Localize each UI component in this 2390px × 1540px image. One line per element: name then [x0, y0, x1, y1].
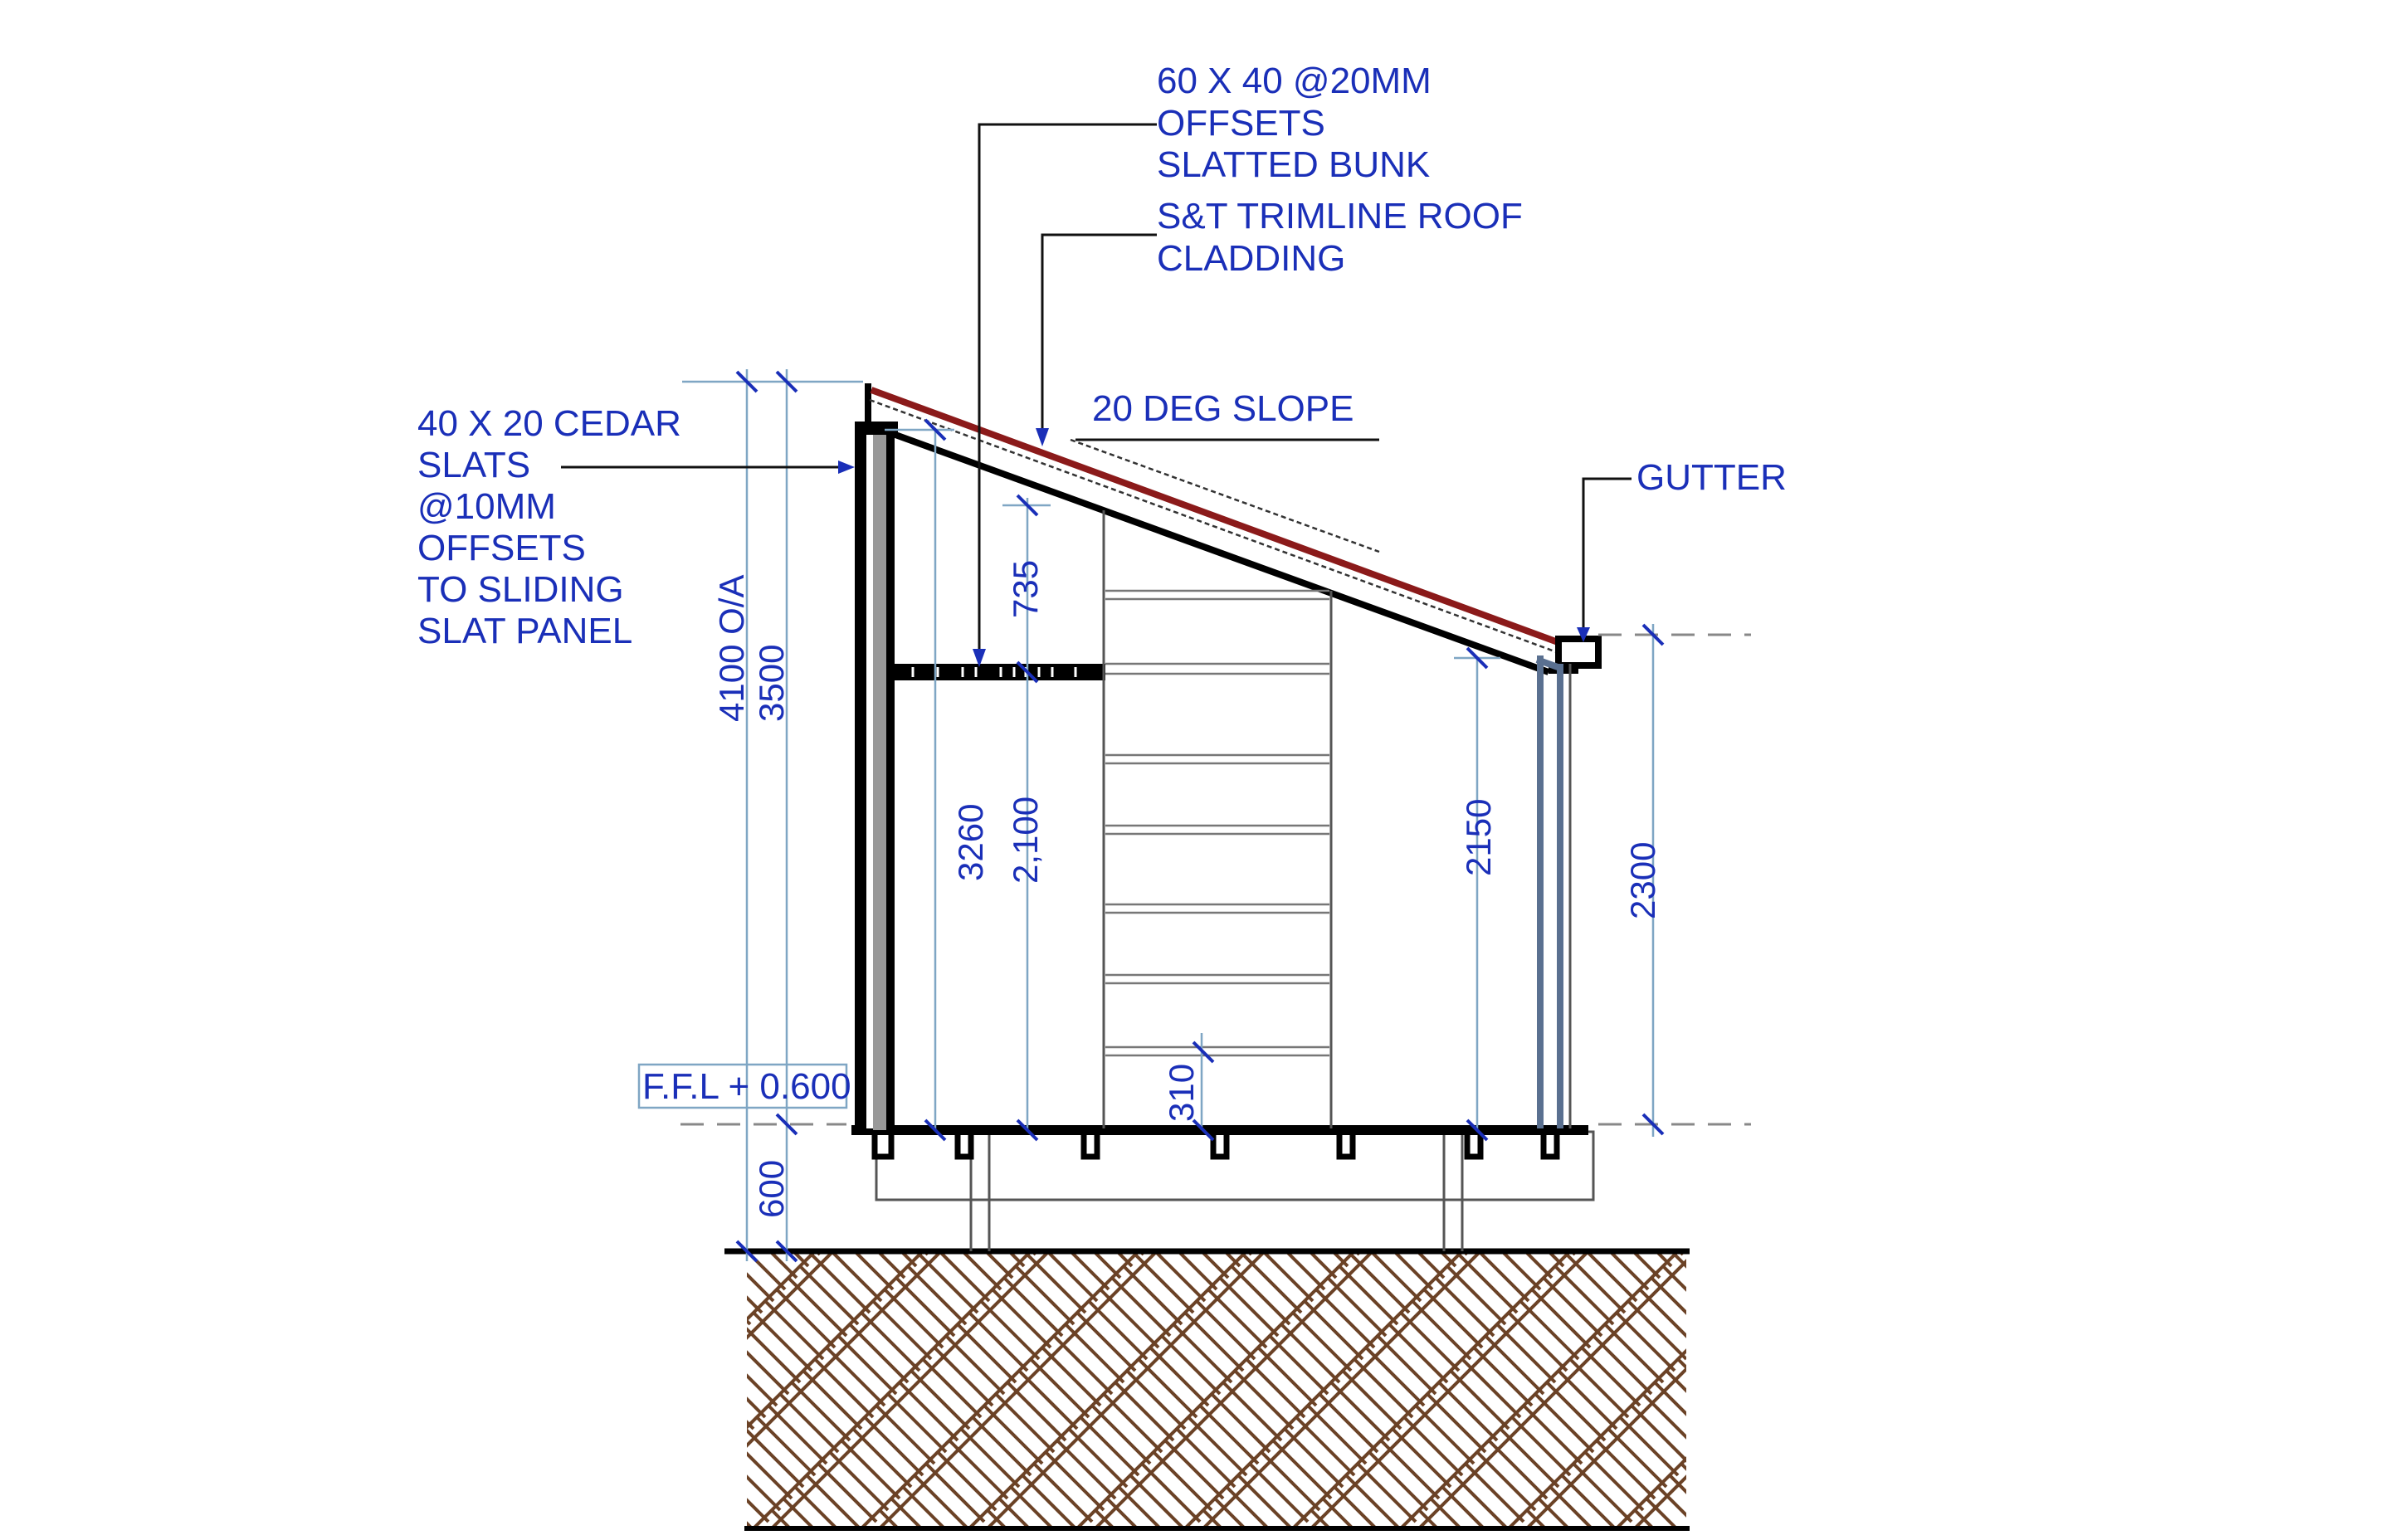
annotation-roof-cladding: S&T TRIMLINE ROOF CLADDING: [1157, 196, 1523, 279]
dim-wall-high: 3500: [752, 645, 791, 722]
low-wall: [1535, 655, 1572, 1128]
dim-overall: 4100 O/A: [712, 575, 751, 722]
svg-text:S&T TRIMLINE ROOF: S&T TRIMLINE ROOF: [1157, 196, 1523, 236]
annotation-cedar-slats: 40 X 20 CEDAR SLATS @10MM OFFSETS TO SLI…: [417, 403, 681, 651]
dim-interior-low: 2150: [1459, 799, 1498, 876]
roof: [869, 387, 1562, 675]
subframe: [871, 1128, 1595, 1251]
gutter: [1555, 636, 1602, 669]
shelving-unit: [1102, 510, 1333, 1128]
dim-step: 310: [1162, 1064, 1201, 1122]
svg-text:SLATTED BUNK: SLATTED BUNK: [1157, 144, 1430, 185]
high-wall: [855, 383, 898, 1134]
annotation-slope: 20 DEG SLOPE: [1092, 388, 1354, 429]
svg-text:TO SLIDING: TO SLIDING: [417, 569, 624, 610]
svg-text:60 X 40 @20MM: 60 X 40 @20MM: [1157, 61, 1432, 101]
svg-text:@10MM: @10MM: [417, 486, 556, 527]
dimension-lines: [680, 369, 1751, 1263]
leader-lines: [561, 123, 1632, 667]
dim-wall-low: 2300: [1623, 842, 1662, 919]
level-box: [637, 1063, 848, 1109]
dim-bunk-height: 2,100: [1006, 797, 1045, 884]
dim-above-bunk: 735: [1006, 560, 1045, 618]
dim-interior-high: 3260: [951, 804, 990, 881]
level-label: F.F.L + 0.600: [642, 1066, 851, 1107]
svg-text:SLAT PANEL: SLAT PANEL: [417, 611, 632, 651]
svg-text:OFFSETS: OFFSETS: [1157, 103, 1325, 144]
svg-text:40 X 20 CEDAR: 40 X 20 CEDAR: [417, 403, 681, 444]
dim-floor-above-ground: 600: [752, 1160, 791, 1218]
ground-hatch: [747, 1251, 1686, 1530]
annotation-gutter: GUTTER: [1636, 457, 1787, 498]
svg-text:CLADDING: CLADDING: [1157, 238, 1345, 279]
annotation-bunk: 60 X 40 @20MM OFFSETS SLATTED BUNK: [1157, 61, 1432, 185]
slatted-bunk: [895, 664, 1105, 680]
svg-text:OFFSETS: OFFSETS: [417, 528, 586, 568]
svg-text:SLATS: SLATS: [417, 445, 530, 485]
